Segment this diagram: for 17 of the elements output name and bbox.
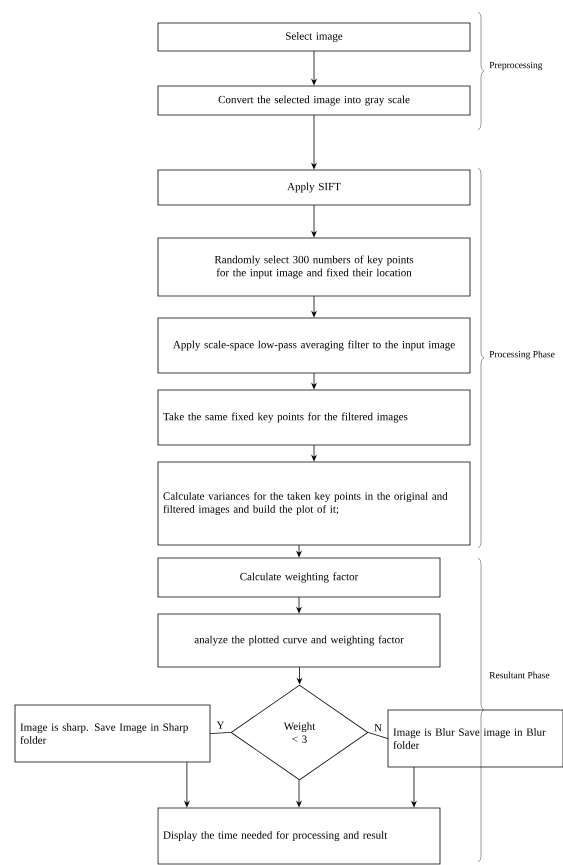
- edge-label: Y: [216, 722, 224, 729]
- phase-label: Resultant Phase: [489, 672, 550, 678]
- process-box: Image is sharp. Save Image in Sharp folder: [14, 704, 210, 762]
- process-box: Display the time needed for processing and result: [158, 808, 440, 864]
- edge-label: N: [374, 724, 382, 732]
- process-box: Randomly select 300 numbers of key points for the input image and fixed their location: [158, 238, 470, 296]
- phase-label: Preprocessing: [489, 62, 542, 70]
- process-box: Calculate variances for the taken key points in the original and filtered images and build the plot of it;: [158, 462, 470, 546]
- process-box: Calculate weighting factor: [158, 558, 440, 598]
- process-box: Image is Blur Save image in Blur folder: [388, 710, 563, 768]
- process-box: Apply SIFT: [158, 170, 470, 206]
- process-box: Convert the selected image into gray scale: [158, 86, 470, 116]
- process-box: analyze the plotted curve and weighting factor: [158, 614, 440, 668]
- phase-label: Processing Phase: [489, 350, 555, 360]
- process-box: Select image: [158, 22, 470, 52]
- process-box: Apply scale-space low-pass averaging filter to the input image: [158, 318, 470, 374]
- process-box: Take the same fixed key points for the filtered images: [158, 390, 470, 446]
